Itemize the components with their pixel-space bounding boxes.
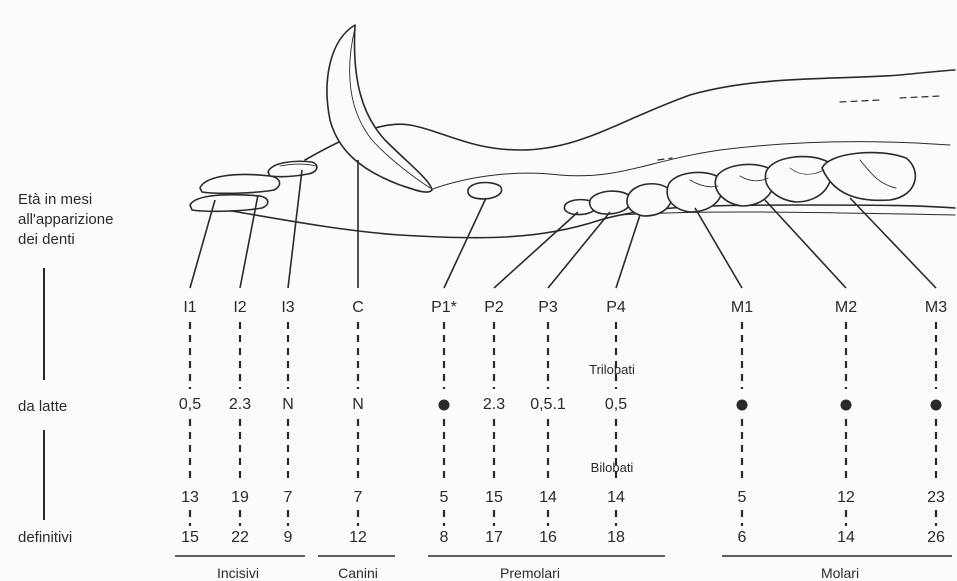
milk-dot-p1: [439, 400, 450, 411]
tooth-code-p3: P3: [538, 300, 558, 316]
perm-end-m3: 26: [927, 530, 945, 546]
note-trilobati: Trilobati: [589, 362, 635, 377]
pointer-line-p2: [494, 212, 578, 288]
incisor-2: [200, 175, 280, 194]
perm-end-p1: 8: [440, 530, 449, 546]
dashed-columns: [190, 322, 936, 526]
perm-end-i2: 22: [231, 530, 249, 546]
milk-value-i1: 0,5: [179, 397, 201, 413]
tooth-code-i1: I1: [183, 300, 196, 316]
perm-start-i1: 13: [181, 490, 199, 506]
milk-value-i2: 2.3: [229, 397, 251, 413]
group-canini: Canini: [338, 565, 378, 581]
age-title: Età in mesi all'apparizione dei denti: [18, 190, 113, 250]
pointer-line-p1: [444, 198, 486, 288]
group-incisivi: Incisivi: [217, 565, 259, 581]
pointer-line-m3: [850, 198, 936, 288]
molar-2: [765, 157, 831, 202]
tooth-code-m1: M1: [731, 300, 753, 316]
perm-start-i3: 7: [284, 490, 293, 506]
perm-start-m1: 5: [738, 490, 747, 506]
pointer-line-m1: [695, 208, 742, 288]
molar-3: [822, 153, 915, 201]
perm-start-m3: 23: [927, 490, 945, 506]
premolar-1: [468, 183, 502, 199]
perm-end-p2: 17: [485, 530, 503, 546]
milk-value-c: N: [352, 397, 364, 413]
perm-end-i3: 9: [284, 530, 293, 546]
perm-end-m1: 6: [738, 530, 747, 546]
perm-start-c: 7: [354, 490, 363, 506]
premolar-3: [590, 191, 631, 214]
tooth-code-m2: M2: [835, 300, 857, 316]
jaw-lower-inner: [620, 212, 955, 215]
perm-start-p3: 14: [539, 490, 557, 506]
perm-end-i1: 15: [181, 530, 199, 546]
note-bilobati: Bilobati: [591, 460, 634, 475]
perm-end-c: 12: [349, 530, 367, 546]
perm-start-p1: 5: [440, 490, 449, 506]
age-title-line1: Età in mesi: [18, 190, 113, 210]
tooth-code-p4: P4: [606, 300, 626, 316]
perm-start-m2: 12: [837, 490, 855, 506]
tooth-code-m3: M3: [925, 300, 947, 316]
perm-end-p4: 18: [607, 530, 625, 546]
perm-end-m2: 14: [837, 530, 855, 546]
tooth-code-c: C: [352, 300, 364, 316]
milk-dot-m2: [841, 400, 852, 411]
pointer-line-i1: [190, 200, 215, 288]
age-title-line2: all'apparizione: [18, 210, 113, 230]
incisor-3: [268, 161, 317, 176]
perm-start-p4: 14: [607, 490, 625, 506]
permanent-label: definitivi: [18, 528, 72, 548]
milk-dots: [439, 400, 942, 411]
perm-start-i2: 19: [231, 490, 249, 506]
premolar-4: [627, 184, 672, 216]
group-premolari: Premolari: [500, 565, 560, 581]
milk-value-i3: N: [282, 397, 294, 413]
milk-dot-m3: [931, 400, 942, 411]
tooth-code-p2: P2: [484, 300, 504, 316]
pointer-line-i3: [288, 170, 302, 288]
jaw-upper-outline: [305, 70, 955, 160]
pointer-line-p4: [616, 215, 640, 288]
milk-label: da latte: [18, 397, 67, 417]
pointer-line-p3: [548, 212, 610, 288]
perm-end-p3: 16: [539, 530, 557, 546]
milk-value-p4: 0,5: [605, 397, 627, 413]
group-molari: Molari: [821, 565, 859, 581]
milk-value-p2: 2.3: [483, 397, 505, 413]
perm-start-p2: 15: [485, 490, 503, 506]
tooth-code-i2: I2: [233, 300, 246, 316]
milk-dot-m1: [737, 400, 748, 411]
age-title-line3: dei denti: [18, 230, 113, 250]
canine-tooth: [327, 25, 432, 192]
milk-value-p3: 0,5.1: [530, 397, 566, 413]
tooth-code-i3: I3: [281, 300, 294, 316]
tooth-code-p1: P1*: [431, 300, 457, 316]
